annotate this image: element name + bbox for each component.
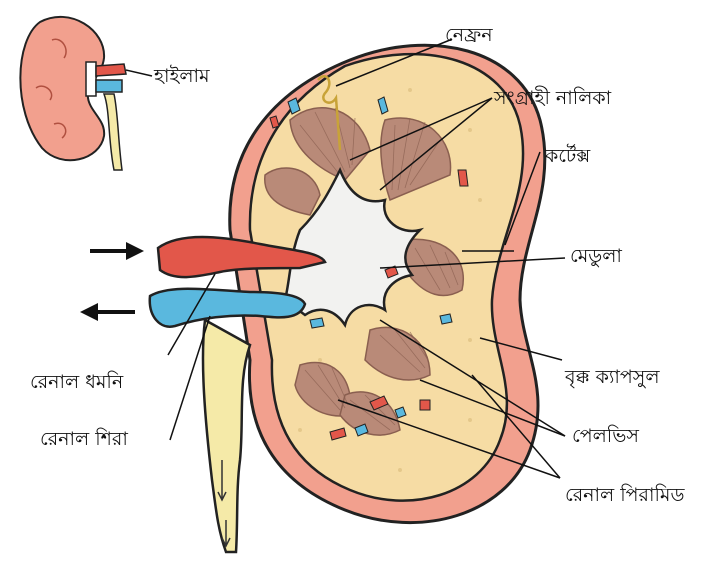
label-renal-vein: রেনাল শিরা (40, 430, 128, 449)
label-renal-pyramid: রেনাল পিরামিড (565, 486, 684, 505)
inset-kidney (20, 17, 126, 170)
label-collecting-duct: সংগ্রাহী নালিকা (494, 89, 611, 108)
label-pelvis: পেলভিস (572, 427, 639, 446)
ureter (203, 320, 250, 552)
label-nephron: নেফ্রন (445, 26, 493, 45)
flow-arrows (80, 242, 144, 321)
label-renal-artery: রেনাল ধমনি (30, 373, 123, 392)
label-cortex: কর্টেক্স (545, 147, 590, 166)
label-medulla: মেডুলা (570, 247, 622, 266)
label-capsule: বৃক্ক ক্যাপসুল (565, 368, 660, 387)
label-hilum: হাইলাম (154, 67, 210, 86)
main-kidney (150, 45, 545, 552)
